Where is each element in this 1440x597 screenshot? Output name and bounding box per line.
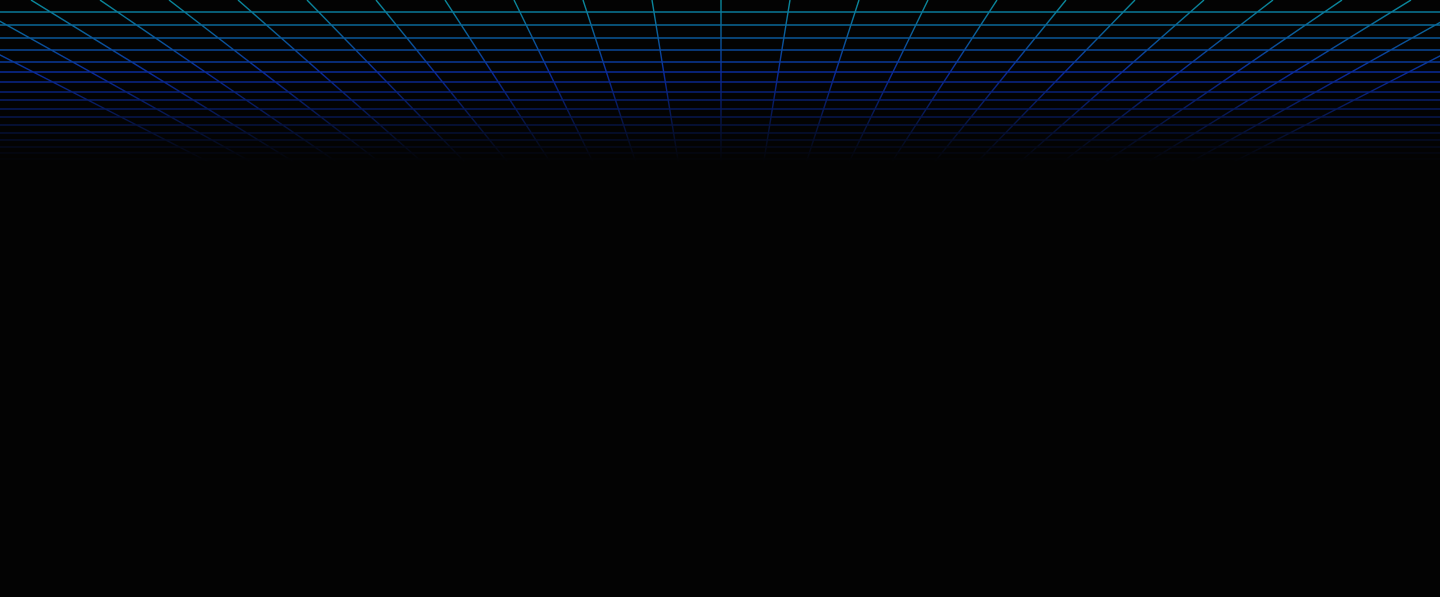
- grid-line-vertical: [848, 0, 929, 163]
- grid-line-vertical: [168, 0, 380, 163]
- grid-line-vertical: [237, 0, 423, 163]
- grid-line-vertical: [99, 0, 338, 163]
- grid-line-vertical: [306, 0, 466, 163]
- grid-line-vertical: [0, 54, 209, 163]
- grid-line-vertical: [763, 0, 791, 163]
- grid-line-vertical: [582, 0, 637, 163]
- grid-line-vertical: [1104, 0, 1343, 163]
- grid-line-vertical: [444, 0, 551, 163]
- grid-line-vertical: [375, 0, 509, 163]
- grid-line-vertical: [1062, 0, 1274, 163]
- grid-line-vertical: [976, 0, 1136, 163]
- page-body: [0, 165, 1440, 597]
- grid-line-vertical: [933, 0, 1067, 163]
- grid-line-vertical: [0, 20, 252, 163]
- perspective-grid-background: [0, 0, 1440, 163]
- grid-line-vertical: [30, 0, 295, 163]
- grid-line-vertical: [651, 0, 679, 163]
- grid-line-vertical: [1147, 0, 1412, 163]
- grid-line-vertical: [1019, 0, 1205, 163]
- grid-line-vertical: [891, 0, 998, 163]
- grid-line-vertical: [513, 0, 594, 163]
- grid-line-vertical: [805, 0, 860, 163]
- grid-line-vertical: [1190, 21, 1440, 163]
- grid-line-vertical: [1233, 55, 1440, 163]
